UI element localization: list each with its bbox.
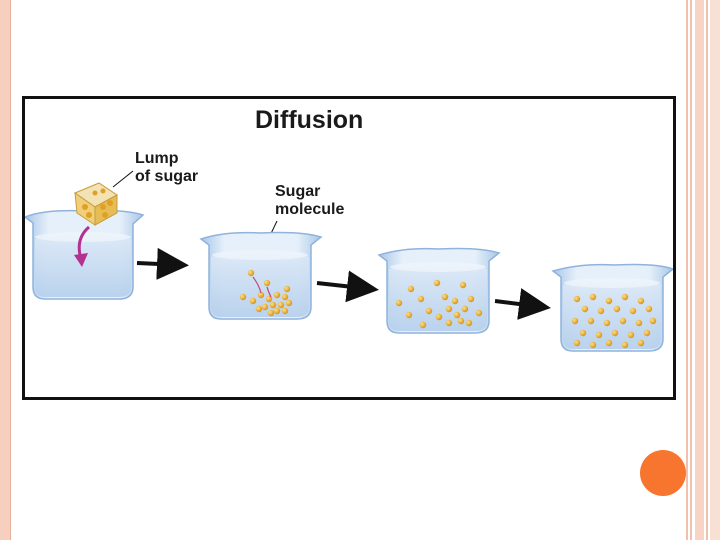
- diagram-canvas: Diffusion Lump of sugar Sugar molecule: [25, 106, 673, 352]
- label-lump-line2: of sugar: [135, 168, 198, 185]
- arrow-right-icon: [494, 288, 551, 320]
- arrow-right-icon: [316, 270, 379, 303]
- beaker-icon: [551, 263, 673, 352]
- sugar-molecules: [571, 293, 657, 349]
- beaker-icon: [199, 231, 323, 320]
- accent-circle: [640, 450, 686, 496]
- sugar-molecules: [239, 269, 293, 317]
- sugar-molecules: [395, 279, 483, 329]
- lump-pointer-line: [112, 170, 134, 188]
- label-molecule-line2: molecule: [275, 201, 344, 218]
- sugar-cube-icon: [73, 182, 118, 226]
- beaker-icon: [377, 247, 501, 334]
- slide-right-border: [686, 0, 720, 540]
- diffusion-diagram: Diffusion Lump of sugar Sugar molecule: [22, 96, 676, 400]
- curved-arrow-icon: [74, 225, 91, 267]
- slide-left-border: [0, 0, 11, 540]
- label-lump-line1: Lump: [135, 150, 179, 167]
- diagram-title: Diffusion: [255, 106, 363, 134]
- label-molecule-line1: Sugar: [275, 183, 320, 200]
- arrow-right-icon: [136, 247, 189, 280]
